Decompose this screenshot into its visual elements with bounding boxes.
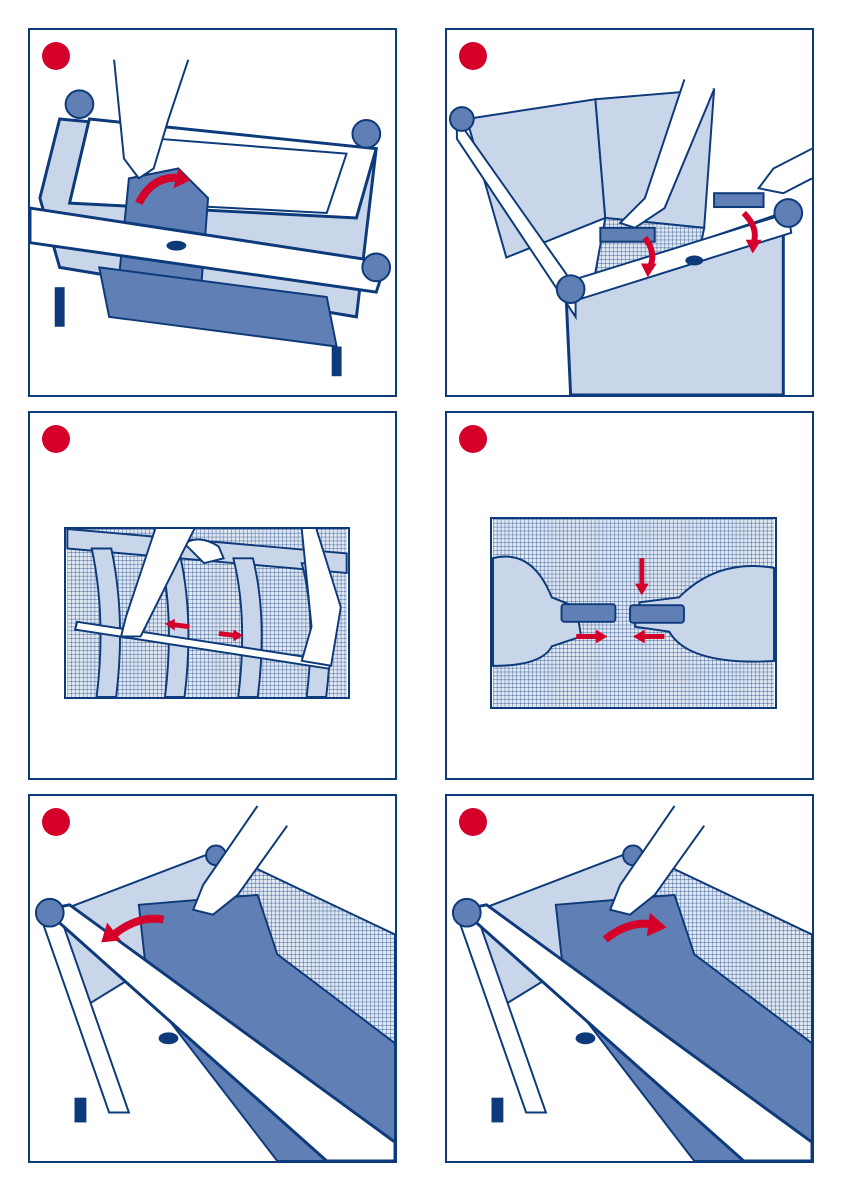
connector-inset [490,517,777,709]
red-step-dot-icon [459,425,487,453]
pull-bar-inset [64,527,350,699]
red-step-dot-icon [42,425,70,453]
red-step-dot-icon [42,808,70,836]
fold-mattress-illustration [30,30,395,395]
push-clips-illustration [447,30,812,395]
red-step-dot-icon [459,808,487,836]
red-step-dot-icon [42,42,70,70]
lift-fabric-illustration [30,796,395,1161]
step-panel-5 [28,794,397,1163]
red-step-dot-icon [459,42,487,70]
step-panel-3 [28,411,397,780]
step-panel-2 [445,28,814,397]
step-panel-1 [28,28,397,397]
lay-fabric-illustration [447,796,812,1161]
step-panel-4 [445,411,814,780]
step-panel-6 [445,794,814,1163]
